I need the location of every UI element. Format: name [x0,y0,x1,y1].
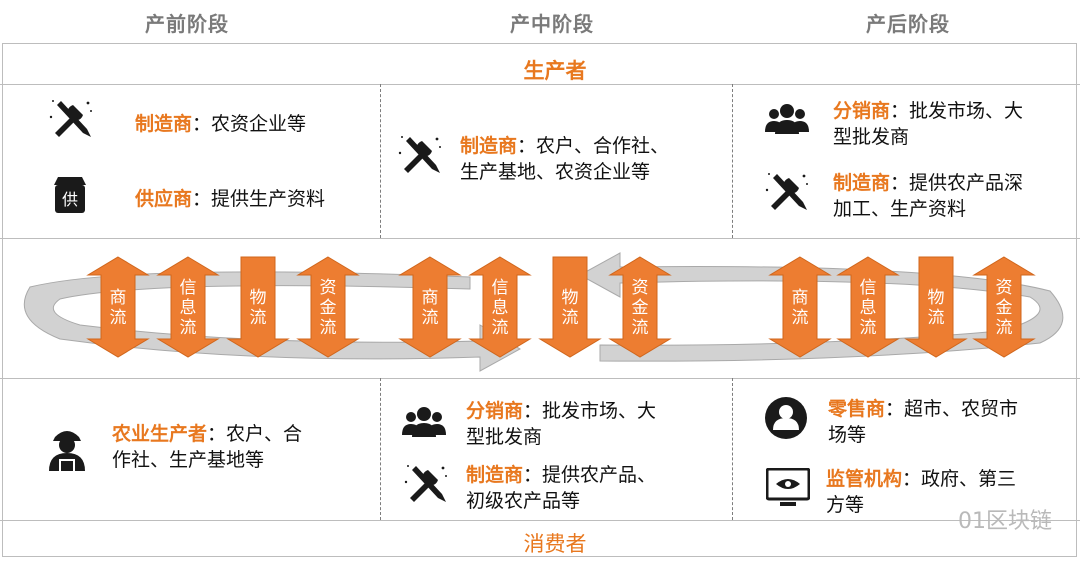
flow-arrow [972,256,1036,358]
entry-name: 制造商 [135,113,193,135]
flow-arrow [608,256,672,358]
entry-desc: ：提供生产资料 [192,188,326,210]
pre-bottom-entry-1: 农业生产者：农户、合 作社、生产基地等 [112,421,302,473]
entry-desc: ：超市、农贸市 [885,398,1019,420]
entry-desc-line2: 加工、生产资料 [833,198,967,220]
entry-name: 制造商 [466,464,524,486]
flow-arrow-label: 资金流 [996,278,1013,338]
consumer-label: 消费者 [523,532,587,556]
stage-separator [732,378,733,520]
flow-arrow-label: 信息流 [180,278,197,338]
pre-top-entry-1: 制造商：农资企业等 [135,111,306,137]
entry-desc: ：批发市场、大 [890,100,1024,122]
flow-arrow [398,256,462,358]
stage-separator [732,84,733,238]
flow-arrow-label: 商流 [422,288,439,328]
producer-divider [0,84,1080,85]
entry-desc-line2: 型批发商 [833,126,910,148]
shop-icon: 供 [54,177,86,213]
entry-desc-line2: 初级农产品等 [466,490,581,512]
svg-text:供: 供 [62,190,78,209]
entry-desc: ：农户、合 [207,423,303,445]
monitor-eye-icon [766,468,810,506]
flow-arrow-label: 物流 [928,288,945,328]
mid-bottom-entry-2: 制造商：提供农产品、 初级农产品等 [466,462,656,514]
entry-desc: ：批发市场、大 [523,400,657,422]
stage-separator [380,84,381,238]
tools-icon [398,136,441,173]
mid-bottom-entry-1: 分销商：批发市场、大 型批发商 [466,398,656,450]
entry-desc: ：政府、第三 [902,468,1017,490]
flow-arrow [296,256,360,358]
entry-desc-line2: 方等 [826,494,865,516]
flow-arrow-label: 资金流 [320,278,337,338]
entry-name: 监管机构 [826,468,903,490]
stage-title-mid: 产中阶段 [510,12,594,36]
entry-name: 制造商 [833,172,891,194]
post-top-entry-1: 分销商：批发市场、大 型批发商 [833,98,1023,150]
entry-name: 分销商 [466,400,524,422]
entry-name: 分销商 [833,100,891,122]
flow-arrow [538,256,602,358]
flow-bottom-divider [0,378,1080,379]
consumer-divider [0,520,1080,521]
entry-name: 供应商 [135,188,193,210]
tools-icon [49,100,92,137]
producer-label: 生产者 [523,59,587,83]
flow-arrow [156,256,220,358]
flow-arrow [768,256,832,358]
entry-name: 零售商 [828,398,886,420]
flow-arrow-label: 资金流 [632,278,649,338]
flow-band: 商流 信息流 物流 资金流 商流 信息流 物流 资金流 商流 信息流 物流 资金流 [23,252,1064,372]
entry-desc: ：提供农产品、 [523,464,657,486]
flow-arrow-label: 物流 [250,288,267,328]
entry-desc: ：提供农产品深 [890,172,1024,194]
stage-title-pre: 产前阶段 [145,12,229,36]
flow-arrow [468,256,532,358]
mid-top-entry-1: 制造商：农户、合作社、 生产基地、农资企业等 [460,133,669,185]
loop-arrow-left [23,271,522,372]
watermark: 01区块链 [958,509,1052,534]
flow-arrow [904,256,968,358]
entry-name: 农业生产者 [112,423,208,445]
tools-icon [765,173,808,210]
flow-arrow [836,256,900,358]
worker-icon [49,431,85,471]
entry-desc-line2: 作社、生产基地等 [112,449,265,471]
group-icon [402,407,446,437]
post-bottom-entry-2: 监管机构：政府、第三 方等 [826,466,1016,518]
post-top-entry-2: 制造商：提供农产品深 加工、生产资料 [833,170,1023,222]
stage-title-post: 产后阶段 [866,12,950,36]
group-icon [765,104,809,134]
entry-desc: ：农户、合作社、 [517,135,670,157]
diagram-frame [2,43,1077,557]
entry-name: 制造商 [460,135,518,157]
entry-desc-line2: 场等 [828,424,867,446]
person-icon [765,397,807,439]
flow-arrow [226,256,290,358]
flow-arrow-label: 商流 [110,288,127,328]
flow-arrow-label: 商流 [792,288,809,328]
entry-desc-line2: 生产基地、农资企业等 [460,161,651,183]
entry-desc-line2: 型批发商 [466,426,543,448]
flow-arrow-label: 物流 [562,288,579,328]
flow-arrow [86,256,150,358]
flow-top-divider [0,238,1080,239]
entry-desc: ：农资企业等 [192,113,307,135]
stage-separator [380,378,381,520]
tools-icon [404,465,447,502]
flow-arrow-label: 信息流 [492,278,509,338]
flow-arrow-label: 信息流 [860,278,877,338]
post-bottom-entry-1: 零售商：超市、农贸市 场等 [828,396,1018,448]
pre-top-entry-2: 供应商：提供生产资料 [135,186,325,212]
